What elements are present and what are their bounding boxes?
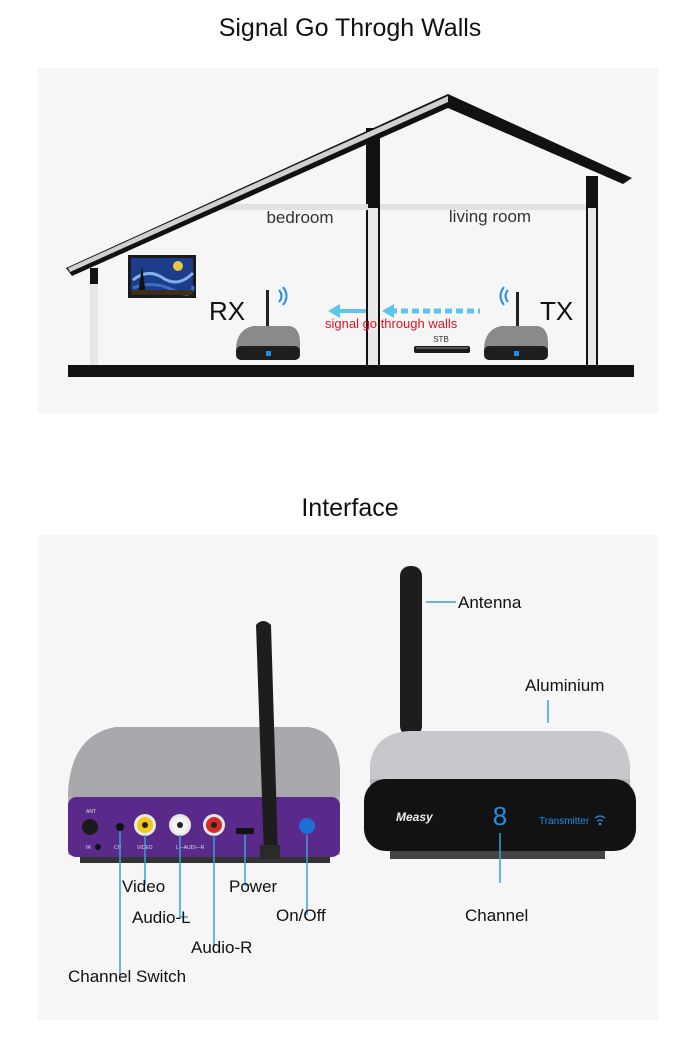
port-label-ir: IR (86, 845, 91, 851)
stb-device (414, 346, 470, 353)
port-label-ch: CH (114, 845, 122, 851)
video-jack-icon (134, 814, 156, 836)
tx-wifi-icon (499, 286, 509, 306)
receiver-device (68, 727, 340, 863)
callout-audio-l: Audio-L (132, 908, 191, 927)
wall-left-inner (90, 283, 98, 365)
house-diagram-panel: bedroom living room RX (38, 68, 658, 413)
callout-power: Power (229, 877, 278, 896)
interface-panel: ANT IR CH VIDEO L—AUDI—R Video Audio-L A… (38, 535, 658, 1020)
wall-center-inner (368, 208, 378, 365)
brand-logo: Measy (396, 810, 434, 824)
interface-diagram: ANT IR CH VIDEO L—AUDI—R Video Audio-L A… (68, 566, 636, 986)
wifi-indicator-icon (594, 815, 606, 826)
transmitter-mode-label: Transmitter (539, 816, 590, 827)
callout-aluminium: Aluminium (525, 676, 604, 695)
port-label-audio: L—AUDI—R (176, 845, 205, 851)
floor (68, 365, 634, 377)
ceiling-left (218, 204, 368, 210)
channel-digit-display: 8 (493, 801, 507, 831)
on-off-button-icon (299, 818, 315, 834)
transmitter-callout-lines (426, 601, 549, 883)
callout-on-off: On/Off (276, 906, 326, 925)
audio-r-jack-icon (203, 814, 225, 836)
ceiling-right (380, 204, 586, 210)
roof (66, 94, 632, 276)
rx-wifi-icon (278, 286, 288, 306)
house-diagram: bedroom living room RX (66, 94, 634, 377)
tx-label: TX (540, 296, 573, 326)
callout-channel: Channel (465, 906, 528, 925)
wall-right-inner (588, 208, 596, 365)
tv-screen (128, 255, 196, 298)
receiver-callout-lines (119, 831, 308, 975)
transmitter-device (364, 566, 636, 859)
signal-arrow-icon (328, 304, 480, 318)
signal-text: signal go through walls (325, 316, 458, 331)
room-label-bedroom: bedroom (266, 208, 333, 227)
room-label-living-room: living room (449, 207, 531, 226)
ch-button-icon (116, 823, 124, 831)
audio-l-jack-icon (169, 814, 191, 836)
callout-channel-switch: Channel Switch (68, 967, 186, 986)
ir-port-icon (95, 844, 101, 850)
power-port-icon (236, 828, 254, 834)
section-title-walls: Signal Go Throgh Walls (218, 14, 482, 42)
tx-device (484, 292, 548, 360)
port-label-ant: ANT (86, 809, 96, 815)
section-title-interface: Interface (301, 494, 399, 522)
rx-label: RX (209, 296, 245, 326)
callout-video: Video (122, 877, 165, 896)
wall-left-top (90, 268, 98, 284)
rx-device (236, 290, 300, 360)
ant-port-icon (82, 819, 98, 835)
callout-audio-r: Audio-R (191, 938, 252, 957)
roof-highlight (68, 96, 448, 272)
callout-antenna: Antenna (458, 593, 522, 612)
receiver-antenna (256, 621, 280, 859)
stb-label: STB (433, 335, 449, 344)
